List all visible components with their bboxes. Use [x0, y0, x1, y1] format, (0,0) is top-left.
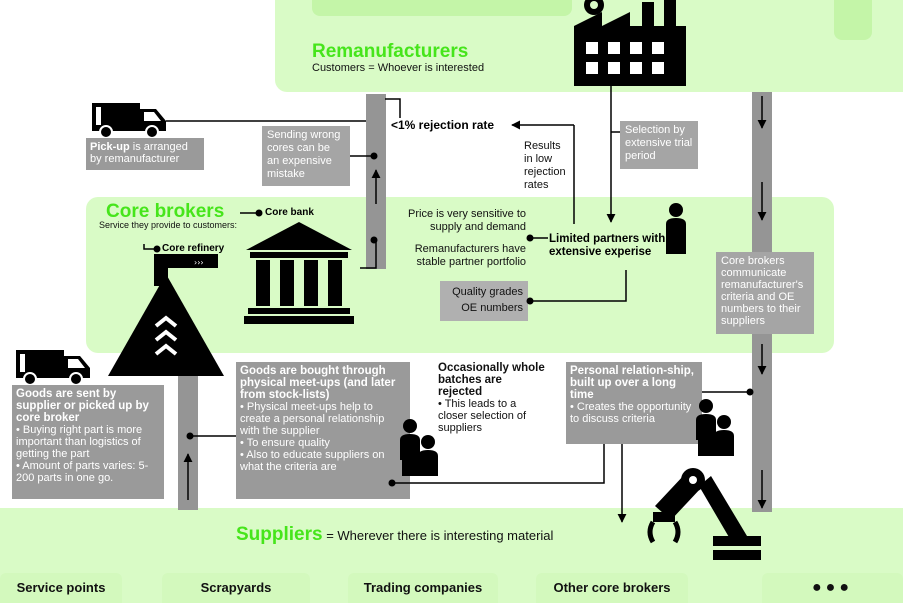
- brokers-communicate-box: Core brokers communicate remanufacturer'…: [716, 252, 814, 334]
- personal-title: Personal relation-ship, built up over a …: [570, 365, 694, 401]
- pickup-rest: is arranged by remanufacturer: [90, 141, 188, 165]
- rejection-rate-label: <1% rejection rate: [391, 118, 495, 132]
- supplier-other-core-brokers: Other core brokers: [536, 573, 688, 603]
- truck-icon: [92, 103, 166, 139]
- quality-grades-label: Quality grades: [452, 286, 523, 298]
- supplier-service-points: Service points: [0, 573, 122, 603]
- goods-bought-box: Goods are bought through physical meet-u…: [236, 362, 410, 499]
- core-refinery-label: Core refinery: [162, 243, 225, 254]
- bank-icon: [244, 222, 354, 324]
- person-icon: [666, 203, 686, 254]
- personal-bullet: • Creates the opportunity to discuss cri…: [570, 401, 692, 425]
- remanufacturers-title: Remanufacturers: [312, 41, 469, 62]
- refinery-icon: ›››: [108, 254, 224, 376]
- supplier-trading-companies: Trading companies: [348, 573, 498, 603]
- top-box-1: [312, 0, 572, 16]
- occasionally-title: Occasionally whole batches are rejected: [438, 362, 545, 398]
- goods-bought-bullet-1: • Physical meet-ups help to create a per…: [240, 401, 385, 437]
- goods-sent-bullet-2: • Amount of parts varies: 5-200 parts in…: [16, 460, 149, 484]
- core-brokers-title: Core brokers: [106, 201, 225, 222]
- top-box-2: [834, 0, 872, 40]
- goods-sent-bullet-1: • Buying right part is more important th…: [16, 424, 143, 460]
- results-low-label: Results in low rejection rates: [524, 140, 566, 191]
- robot-arm-icon: [647, 468, 761, 560]
- oe-numbers-label: OE numbers: [461, 302, 523, 314]
- supplier-scrapyards: Scrapyards: [162, 573, 310, 603]
- core-brokers-subtitle: Service they provide to customers:: [99, 220, 238, 230]
- core-bank-label: Core bank: [265, 207, 314, 218]
- goods-bought-bullet-3: • Also to educate suppliers on what the …: [240, 449, 385, 473]
- goods-bought-bullet-2: • To ensure quality: [240, 437, 330, 449]
- svg-text:›››: ›››: [194, 258, 204, 267]
- goods-sent-box: Goods are sent by supplier or picked up …: [12, 385, 164, 499]
- suppliers-heading: Suppliers = Wherever there is interestin…: [236, 524, 553, 546]
- factory-icon: [574, 0, 686, 86]
- occasionally-bullet: • This leads to a closer selection of su…: [438, 398, 527, 434]
- goods-sent-title: Goods are sent by supplier or picked up …: [16, 388, 149, 424]
- personal-box: Personal relation-ship, built up over a …: [566, 362, 702, 444]
- quality-oe-box: Quality grades OE numbers: [440, 281, 528, 321]
- goods-bought-title: Goods are bought through physical meet-u…: [240, 365, 396, 401]
- suppliers-subtitle: = Wherever there is interesting material: [322, 528, 554, 543]
- selection-trial-box: Selection by extensive trial period: [620, 121, 698, 169]
- two-persons-icon: [400, 419, 438, 476]
- core-brokers-band: [86, 197, 834, 353]
- two-persons-icon-2: [696, 399, 734, 456]
- remanufacturers-subtitle: Customers = Whoever is interested: [312, 62, 485, 74]
- supplier-more: ●●●: [762, 573, 903, 603]
- suppliers-title: Suppliers: [236, 524, 323, 545]
- pickup-bold: Pick-up: [90, 141, 130, 153]
- price-sensitive-label: Price is very sensitive to supply and de…: [408, 208, 526, 233]
- stable-portfolio-label: Remanufacturers have stable partner port…: [414, 243, 526, 268]
- truck-icon-2: [16, 350, 90, 386]
- pickup-box: Pick-up is arranged by remanufacturer: [86, 138, 204, 170]
- sending-wrong-box: Sending wrong cores can be an expensive …: [262, 126, 350, 186]
- occasionally-block: Occasionally whole batches are rejected …: [438, 362, 546, 434]
- limited-partners-label: Limited partners with extensive experise: [549, 233, 666, 258]
